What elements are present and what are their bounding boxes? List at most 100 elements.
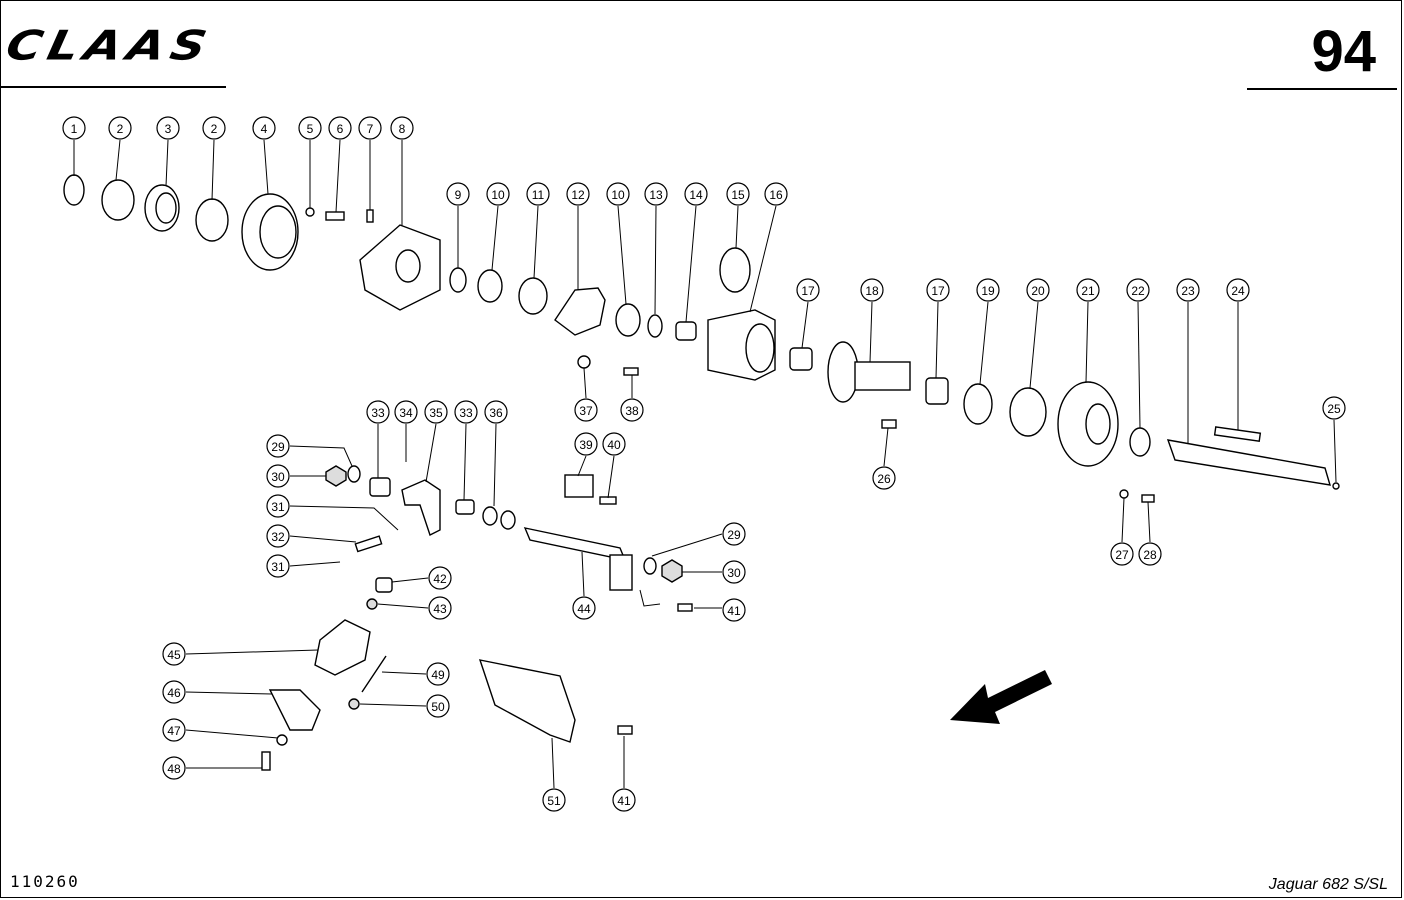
callout-label: 8 [399,122,406,136]
part-33b [455,499,475,515]
callout-label: 28 [1143,548,1157,562]
callout-label: 44 [577,602,591,616]
part-19 [963,383,993,425]
part-22 [1129,427,1151,457]
callout-label: 7 [367,122,374,136]
callout-3: 3 [156,116,180,140]
callout-label: 27 [1115,548,1129,562]
callout-label: 37 [579,404,593,418]
callout-label: 35 [429,406,443,420]
part-38 [623,367,639,376]
callout-2: 2 [108,116,132,140]
callout-12: 12 [566,182,590,206]
callout-10: 10 [606,182,630,206]
callout-37: 37 [574,398,598,422]
callout-42: 42 [428,566,452,590]
callout-36: 36 [484,400,508,424]
part-10b [615,303,641,337]
part-20 [1009,387,1047,437]
callout-label: 20 [1031,284,1045,298]
callout-label: 3 [165,122,172,136]
callout-47: 47 [162,718,186,742]
callout-label: 10 [611,188,625,202]
part-10a [477,269,503,303]
part-51 [478,659,576,743]
callout-15: 15 [726,182,750,206]
callout-27: 27 [1110,542,1134,566]
part-49 [361,655,387,693]
part-12 [554,287,606,336]
callout-20: 20 [1026,278,1050,302]
part-9 [449,267,467,293]
callout-label: 45 [167,648,181,662]
model-name: Jaguar 682 S/SL [1268,876,1388,893]
callout-31: 31 [266,554,290,578]
callout-48: 48 [162,756,186,780]
callout-31: 31 [266,494,290,518]
callout-label: 9 [455,188,462,202]
direction-arrow [950,670,1052,724]
part-35 [401,479,441,536]
callout-label: 32 [271,530,285,544]
part-36a [482,506,498,526]
callout-50: 50 [426,694,450,718]
callout-label: 19 [981,284,995,298]
callout-5: 5 [298,116,322,140]
callout-label: 34 [399,406,413,420]
part-24 [1213,426,1262,442]
callout-label: 26 [877,472,891,486]
callout-label: 12 [571,188,585,202]
callout-26: 26 [872,466,896,490]
part-32 [354,535,383,553]
callout-label: 41 [727,604,741,618]
callout-18: 18 [860,278,884,302]
part-6 [325,211,345,221]
part-29a [347,465,361,483]
callout-label: 22 [1131,284,1145,298]
callout-label: 24 [1231,284,1245,298]
callout-label: 29 [727,528,741,542]
part-41a [677,603,693,612]
part-28 [1141,494,1155,503]
part-17b [925,377,949,405]
callout-21: 21 [1076,278,1100,302]
callout-34: 34 [394,400,418,424]
part-40 [599,496,617,505]
callout-29: 29 [722,522,746,546]
callout-label: 49 [431,668,445,682]
callout-label: 39 [579,438,593,452]
part-16-face [745,323,775,373]
callout-51: 51 [542,788,566,812]
callout-label: 31 [271,500,285,514]
callout-label: 13 [649,188,663,202]
callout-label: 50 [431,700,445,714]
callout-30: 30 [266,464,290,488]
part-2a [101,179,135,221]
callout-6: 6 [328,116,352,140]
part-33a [369,477,391,497]
part-46 [268,689,321,731]
part-36b [500,510,516,530]
callout-30: 30 [722,560,746,584]
callout-label: 1 [71,122,78,136]
callout-8: 8 [390,116,414,140]
part-30a [325,465,347,487]
callout-label: 46 [167,686,181,700]
part-45 [314,619,371,676]
callout-label: 51 [547,794,561,808]
part-8-hub [395,249,421,283]
callout-40: 40 [602,432,626,456]
callout-35: 35 [424,400,448,424]
callout-49: 49 [426,662,450,686]
part-27 [1119,489,1129,499]
part-39 [564,474,594,498]
callout-label: 43 [433,602,447,616]
callout-label: 2 [211,122,218,136]
callout-1: 1 [62,116,86,140]
part-1 [63,174,85,206]
part-41b [617,725,633,735]
callout-33: 33 [454,400,478,424]
part-43 [366,598,378,610]
